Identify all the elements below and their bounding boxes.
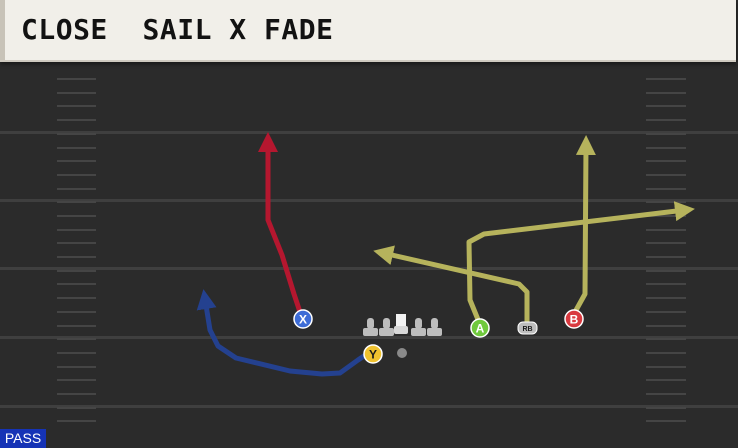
hash-mark xyxy=(646,174,686,176)
hash-mark xyxy=(646,201,686,203)
play-title-bar: CLOSE SAIL X FADE xyxy=(0,0,736,62)
player-rb-label: RB xyxy=(522,326,532,333)
route-x-go xyxy=(258,132,303,315)
hash-mark xyxy=(646,270,686,272)
hash-marks-right xyxy=(646,78,686,422)
hash-mark xyxy=(646,188,686,190)
hash-mark xyxy=(57,119,96,121)
hash-mark xyxy=(646,229,686,231)
route-y-out xyxy=(196,289,373,377)
hash-mark xyxy=(57,420,96,422)
hash-mark xyxy=(57,325,96,327)
title-bar-edge xyxy=(0,0,5,60)
hash-mark xyxy=(646,119,686,121)
hash-mark xyxy=(646,325,686,327)
hash-mark xyxy=(57,256,96,258)
player-rb[interactable]: RB xyxy=(517,321,538,335)
yard-line xyxy=(0,267,738,270)
hash-mark xyxy=(646,256,686,258)
hash-mark xyxy=(57,160,96,162)
hash-mark xyxy=(57,92,96,94)
hash-mark xyxy=(57,229,96,231)
yard-line xyxy=(0,199,738,202)
hash-mark xyxy=(57,215,96,217)
hash-mark xyxy=(646,242,686,244)
hash-mark xyxy=(646,215,686,217)
hash-mark xyxy=(57,393,96,395)
player-x-label: X xyxy=(299,313,307,327)
hash-mark xyxy=(646,78,686,80)
player-a[interactable]: A xyxy=(470,318,490,338)
hash-mark xyxy=(57,78,96,80)
lineman-left-tackle xyxy=(363,318,378,336)
hash-mark xyxy=(646,133,686,135)
yard-line xyxy=(0,405,738,408)
yard-lines xyxy=(0,131,738,408)
hash-mark xyxy=(646,283,686,285)
player-a-label: A xyxy=(476,322,485,336)
play-type-badge: PASS xyxy=(0,429,46,448)
hash-mark xyxy=(646,338,686,340)
hash-mark xyxy=(57,242,96,244)
yard-line xyxy=(0,131,738,134)
player-x[interactable]: X xyxy=(293,309,313,329)
hash-mark xyxy=(646,160,686,162)
qb-marker xyxy=(397,348,407,358)
offensive-line xyxy=(363,314,442,336)
lineman-right-guard xyxy=(411,318,426,336)
yard-line xyxy=(0,336,738,339)
route-rb-sail xyxy=(373,245,530,327)
hash-mark xyxy=(57,379,96,381)
hash-mark xyxy=(57,174,96,176)
hash-mark xyxy=(646,105,686,107)
hash-mark xyxy=(646,407,686,409)
hash-mark xyxy=(646,352,686,354)
lineman-right-tackle xyxy=(427,318,442,336)
play-title: CLOSE SAIL X FADE xyxy=(21,13,334,46)
hash-mark xyxy=(57,201,96,203)
hash-mark xyxy=(57,407,96,409)
routes xyxy=(196,132,695,377)
hash-mark xyxy=(57,283,96,285)
player-b[interactable]: B xyxy=(564,309,584,329)
lineman-center xyxy=(394,314,408,334)
hash-mark xyxy=(57,105,96,107)
hash-mark xyxy=(57,270,96,272)
hash-mark xyxy=(57,366,96,368)
hash-mark xyxy=(646,147,686,149)
route-b-fade xyxy=(572,135,596,315)
hash-mark xyxy=(646,393,686,395)
player-b-label: B xyxy=(570,313,579,327)
hash-mark xyxy=(57,147,96,149)
hash-mark xyxy=(646,92,686,94)
hash-mark xyxy=(57,338,96,340)
hash-mark xyxy=(646,297,686,299)
hash-mark xyxy=(646,379,686,381)
hash-mark xyxy=(646,366,686,368)
hash-mark xyxy=(57,133,96,135)
hash-marks-left xyxy=(57,78,96,422)
hash-mark xyxy=(57,352,96,354)
hash-mark xyxy=(57,297,96,299)
hash-mark xyxy=(646,420,686,422)
hash-mark xyxy=(57,311,96,313)
player-y-label: Y xyxy=(369,348,377,362)
lineman-left-guard xyxy=(379,318,394,336)
hash-mark xyxy=(646,311,686,313)
hash-mark xyxy=(57,188,96,190)
route-a-corner xyxy=(466,201,695,325)
player-y[interactable]: Y xyxy=(363,344,383,364)
